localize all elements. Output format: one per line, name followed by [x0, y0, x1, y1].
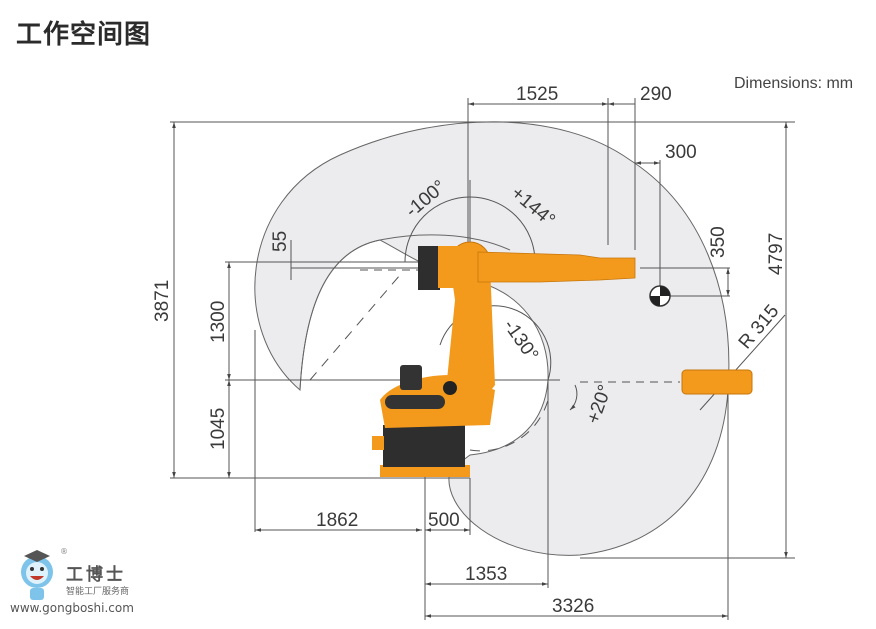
tcp-marker-icon [649, 285, 671, 307]
brand-logo: ® 工博士 智能工厂服务商 www.gongboshi.com [8, 546, 148, 622]
page-title: 工作空间图 [16, 20, 152, 50]
brand-url: www.gongboshi.com [10, 601, 134, 615]
dim-upper-arm: 1300 [208, 301, 229, 343]
dim-tcp-vertical: 350 [708, 226, 729, 258]
mascot-icon [21, 550, 53, 600]
dim-total-height: 4797 [766, 233, 787, 275]
brand-name: 工博士 [66, 565, 126, 585]
units-label: Dimensions: mm [734, 75, 854, 92]
robot-illustration [372, 241, 753, 477]
dim-max-reach: 3326 [552, 596, 594, 617]
brand-subtitle: 智能工厂服务商 [66, 587, 130, 597]
dim-inner-radius: 1353 [465, 564, 507, 585]
dim-rear-reach: 1862 [316, 510, 358, 531]
dim-top-flange: 290 [640, 84, 672, 105]
dim-base-height: 1045 [208, 408, 229, 450]
dim-wrist-offset: 55 [270, 231, 291, 252]
dim-radius: R 315 [735, 301, 784, 353]
registered-mark: ® [60, 547, 68, 556]
dim-top-reach: 1525 [516, 84, 558, 105]
dim-tcp-offset: 300 [665, 142, 697, 163]
dim-base-offset: 500 [428, 510, 460, 531]
dim-left-height: 3871 [152, 280, 173, 322]
